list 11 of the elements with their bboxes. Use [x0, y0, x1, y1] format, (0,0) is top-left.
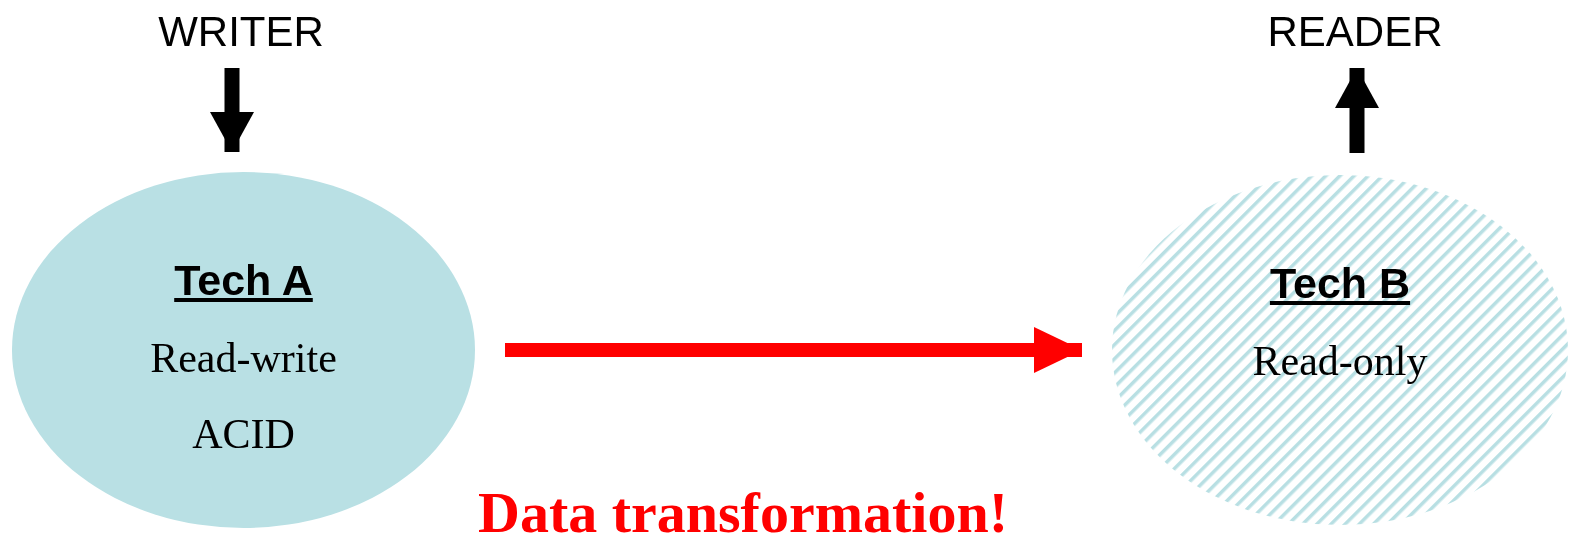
arrow	[210, 68, 254, 152]
role-label: WRITER	[131, 4, 351, 60]
property-text: ACID	[192, 410, 295, 460]
role-label: READER	[1245, 4, 1465, 60]
arrow	[1335, 68, 1379, 153]
technology-title: Tech B	[1269, 258, 1411, 309]
property-text: Read-only	[1252, 336, 1428, 386]
technology-title: Tech A	[174, 255, 313, 306]
transformation-note: Data transformation!	[478, 484, 1008, 542]
arrow	[505, 327, 1082, 373]
property-text: Read-write	[150, 333, 337, 383]
